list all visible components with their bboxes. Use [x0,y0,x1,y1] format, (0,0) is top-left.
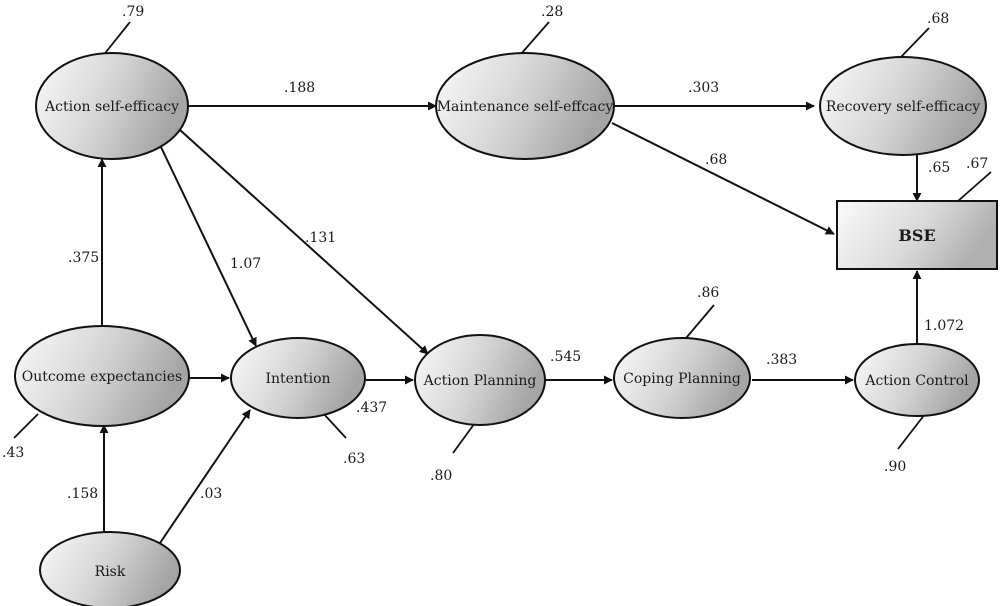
node-label: Action Control [864,373,969,389]
error-value-oe: .43 [2,445,24,461]
error-line-intention [321,411,347,439]
path-ase-to-action-planning [179,129,429,355]
node-label: Maintenance self-effcacy [437,99,614,115]
node-action-self-efficacy: Action self-efficacy [35,52,189,160]
node-action-control: Action Control [854,343,980,417]
coef-ase-to-intention: 1.07 [230,256,261,272]
node-action-planning: Action Planning [414,334,546,426]
node-coping-planning: Coping Planning [613,337,751,419]
node-label: Risk [95,564,126,580]
node-label: Action self-efficacy [44,99,179,115]
coef-risk-to-oe: .158 [67,486,98,502]
coef-mse-to-bse: .68 [705,152,727,168]
node-intention: Intention [230,337,366,419]
error-line-oe [13,413,39,439]
coef-oe-to-ase: .375 [68,250,99,266]
node-label: Coping Planning [623,371,741,387]
coef-intention-to-action-planning: .437 [356,400,387,416]
coef-rse-to-bse: .65 [928,160,950,176]
error-value-action-planning: .80 [430,468,452,484]
node-bse: BSE [836,200,998,270]
error-line-action-control [897,413,926,450]
node-risk: Risk [39,531,181,606]
node-label: Recovery self-efficacy [826,99,980,115]
node-maintenance-self-efficacy: Maintenance self-effcacy [435,52,615,160]
coef-risk-to-intention: .03 [200,486,222,502]
path-mse-to-bse [611,122,835,235]
error-line-rse [899,27,930,59]
error-value-ase: .79 [122,4,144,20]
path-risk-to-intention [159,409,251,544]
error-line-mse [520,21,550,55]
error-value-action-control: .90 [884,459,906,475]
node-label: Outcome expectancies [22,369,182,385]
error-value-coping-planning: .86 [697,285,719,301]
error-value-mse: .28 [541,4,563,20]
error-line-bse [957,171,992,202]
node-outcome-expectancies: Outcome expectancies [14,325,190,427]
node-label: BSE [898,226,935,245]
coef-action-planning-to-coping-planning: .545 [550,349,581,365]
error-line-ase [101,21,131,58]
error-value-intention: .63 [343,451,365,467]
node-recovery-self-efficacy: Recovery self-efficacy [819,56,987,156]
coef-ase-to-action-planning: .131 [305,230,336,246]
coef-mse-to-rse: .303 [688,80,719,96]
error-value-rse: .68 [927,11,949,27]
error-value-bse: .67 [966,156,988,172]
coef-action-control-to-bse: 1.072 [924,318,964,334]
coef-coping-planning-to-action-control: .383 [766,352,797,368]
node-label: Intention [265,371,330,387]
path-ase-to-intention [159,144,257,347]
node-label: Action Planning [423,373,537,389]
coef-ase-to-mse: .188 [284,80,315,96]
